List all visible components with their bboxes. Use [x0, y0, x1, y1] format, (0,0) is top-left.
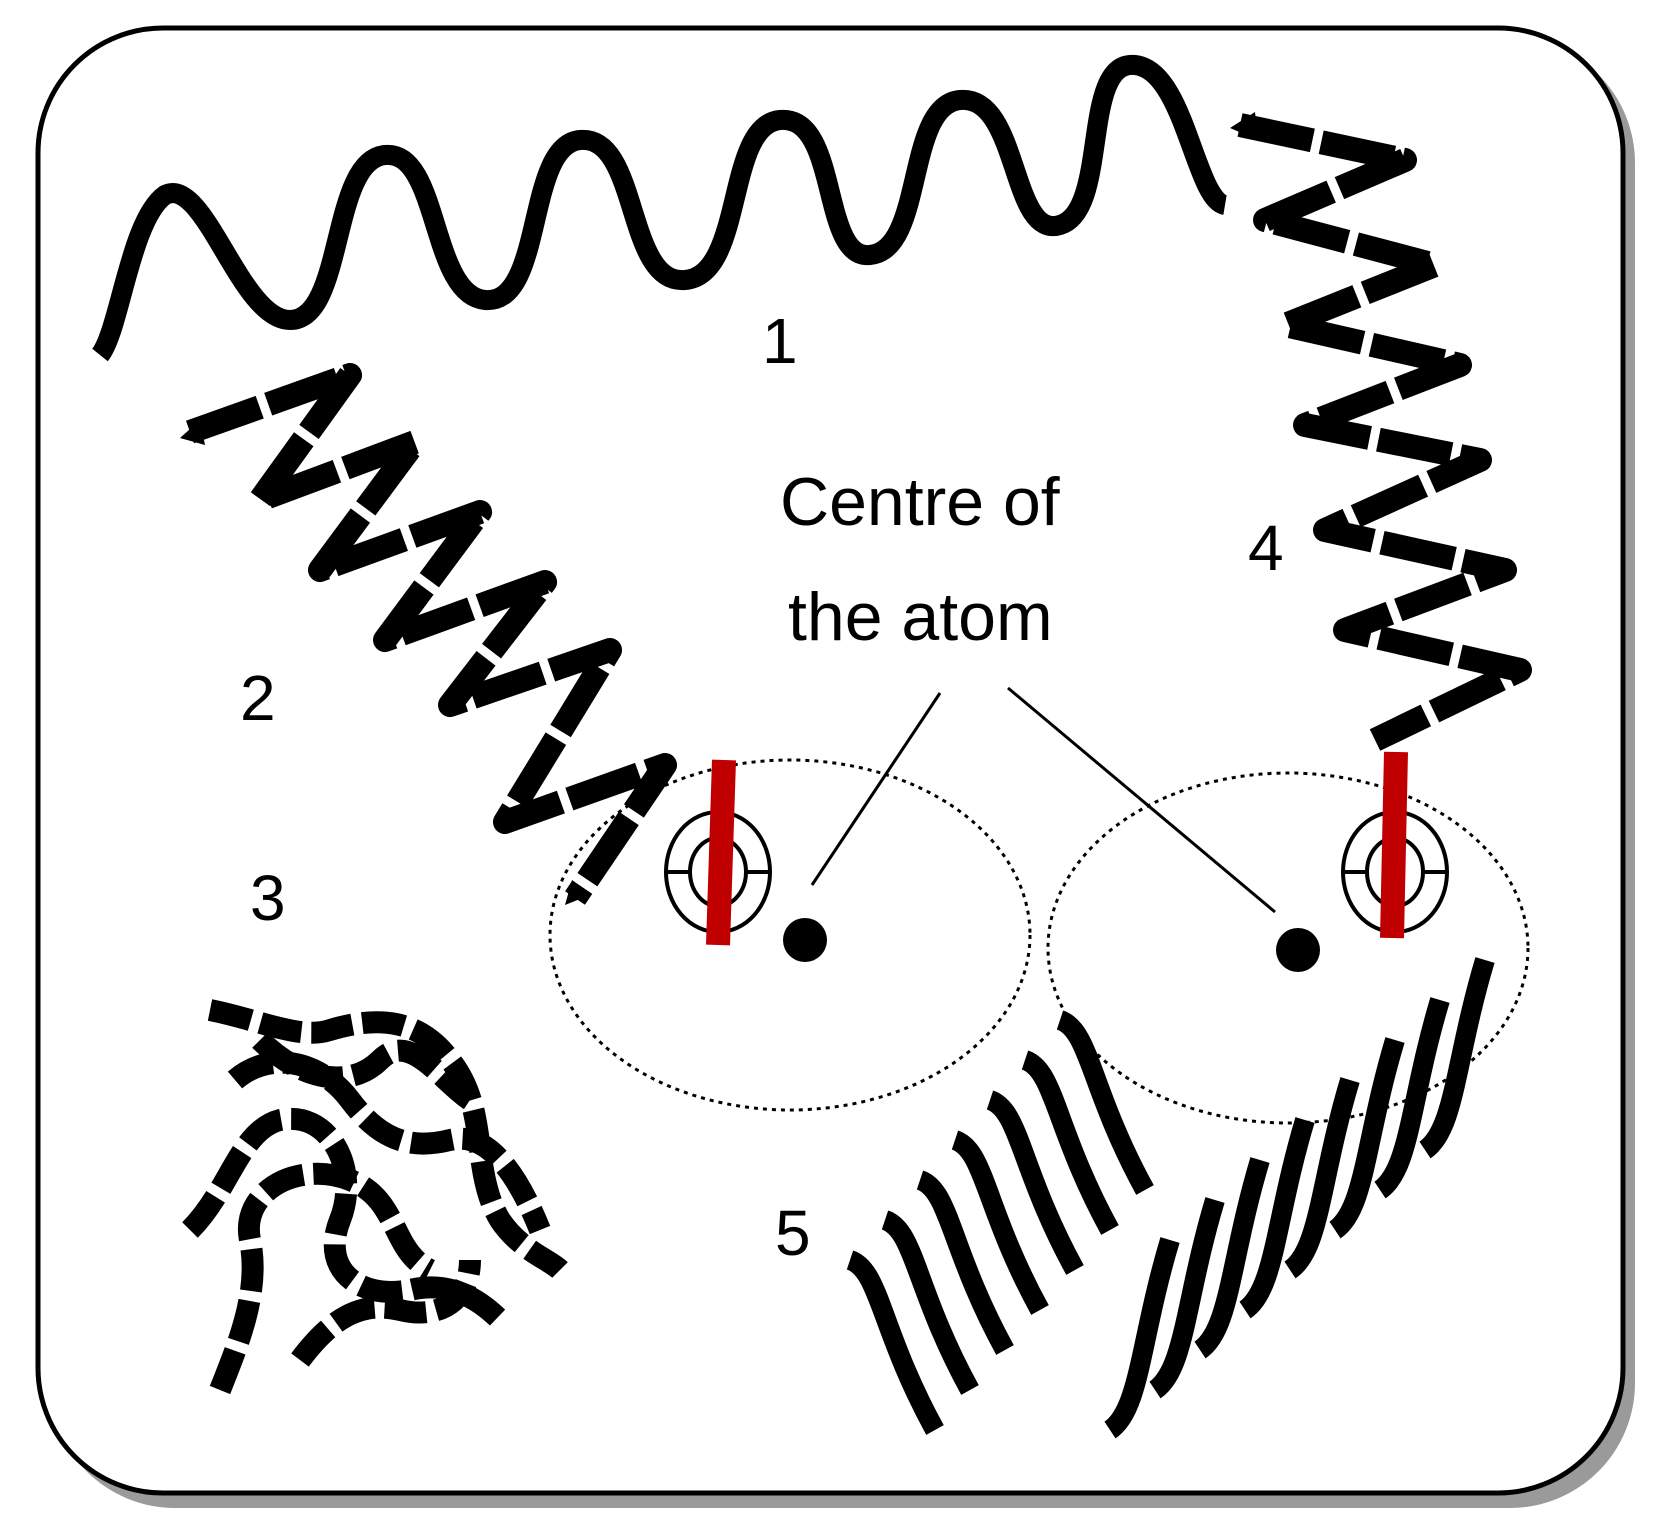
filled-dot-icon [783, 918, 827, 962]
frame [35, 25, 1626, 1496]
zigzag-2-tips [180, 420, 590, 905]
tangled-chain [181, 999, 568, 1395]
zigzag-4-tips [1230, 112, 1258, 140]
atom-orbit-right [1046, 771, 1530, 1125]
centre-caption-line1: Centre of [780, 464, 1060, 540]
region-label-4: 4 [1248, 512, 1284, 584]
filled-dot-icon [1276, 928, 1320, 972]
wavy-chain-1 [91, 55, 1230, 362]
region-label-1: 1 [762, 305, 798, 377]
dashed-zigzag-2 [185, 363, 677, 905]
region-label-3: 3 [250, 862, 286, 934]
wavy-strands-5 [845, 957, 1495, 1439]
region-label-5: 5 [775, 1197, 811, 1269]
atom-orbit-left [548, 758, 1032, 1112]
bond-red-left [706, 759, 736, 946]
pointer-line-right [1007, 686, 1276, 914]
region-label-2: 2 [240, 662, 276, 734]
bond-red-right [1380, 751, 1408, 939]
pointer-line-left [810, 692, 942, 886]
centre-caption-line2: the atom [788, 579, 1053, 655]
dashed-zigzag-4 [1237, 113, 1532, 751]
